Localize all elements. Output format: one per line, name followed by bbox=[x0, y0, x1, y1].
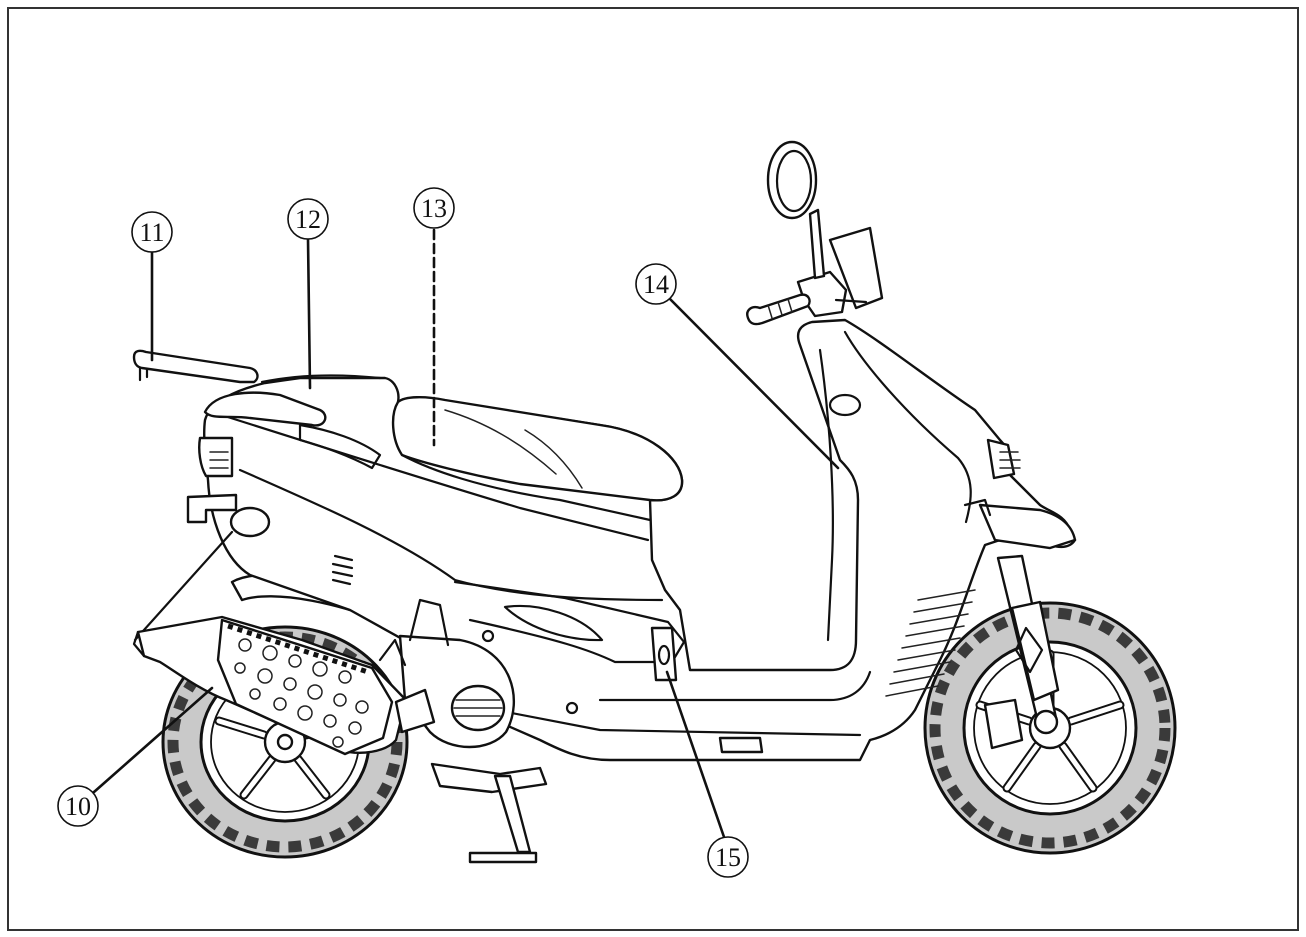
callout-15: 15 bbox=[707, 836, 749, 878]
grip-ribs bbox=[767, 298, 793, 319]
fork-protector-emblem bbox=[1014, 626, 1044, 674]
side-panel-vent bbox=[503, 605, 604, 642]
callout-label: 14 bbox=[643, 270, 669, 299]
seat-stitch-line bbox=[524, 429, 583, 489]
windscreen bbox=[828, 226, 884, 310]
leader-15 bbox=[665, 670, 726, 839]
callout-label: 12 bbox=[295, 205, 321, 234]
callout-label: 15 bbox=[715, 843, 741, 872]
side-cover-keyhole bbox=[657, 644, 671, 666]
side-panel-crease bbox=[210, 410, 650, 542]
front-side-vents bbox=[885, 589, 976, 697]
muffler bbox=[132, 615, 436, 756]
leg-shield-contour bbox=[843, 330, 972, 524]
callout-14: 14 bbox=[635, 263, 677, 305]
seat-stitch-line bbox=[444, 409, 557, 475]
heat-shield-perforation bbox=[227, 623, 369, 675]
stand-foot bbox=[468, 851, 538, 864]
callout-circle bbox=[131, 211, 173, 253]
rear-carrier-rail bbox=[260, 374, 382, 384]
seat bbox=[391, 396, 684, 522]
callout-circle bbox=[707, 836, 749, 878]
callout-leaders bbox=[92, 228, 840, 839]
callout-circle bbox=[635, 263, 677, 305]
brake-lever bbox=[834, 298, 868, 304]
leg-shield-inner-line bbox=[818, 348, 834, 642]
panel-screw bbox=[481, 629, 495, 643]
intake-hose bbox=[378, 638, 407, 667]
rear-cover-vent bbox=[298, 423, 382, 470]
body-screw bbox=[565, 701, 579, 715]
front-brake-caliper bbox=[983, 698, 1024, 750]
exhaust-pipe bbox=[394, 688, 436, 734]
tail-light bbox=[198, 436, 234, 478]
fork-protector bbox=[1010, 600, 1060, 702]
front-fender bbox=[978, 503, 1077, 550]
front-fork bbox=[996, 554, 1060, 735]
rear-turn-signal bbox=[229, 506, 271, 538]
callout-circle bbox=[413, 187, 455, 229]
callout-label: 13 bbox=[421, 194, 447, 223]
callout-11: 11 bbox=[131, 211, 173, 253]
grab-handle bbox=[203, 391, 327, 427]
front-tire-tread bbox=[929, 607, 1171, 849]
callout-10: 10 bbox=[57, 785, 99, 827]
rear-shock-spring bbox=[331, 554, 354, 586]
body-details bbox=[210, 330, 976, 754]
rear-axle bbox=[276, 733, 294, 751]
tail-light-lines bbox=[209, 451, 229, 469]
front-lights bbox=[963, 438, 1021, 517]
leader-12 bbox=[306, 237, 312, 390]
kick-pedal bbox=[430, 762, 548, 794]
handle-grip bbox=[746, 293, 811, 326]
cooling-fan-grill bbox=[453, 699, 503, 717]
floor-plate bbox=[718, 736, 764, 754]
leader-10 bbox=[92, 686, 214, 794]
callout-circle bbox=[57, 785, 99, 827]
mirror-stem bbox=[808, 208, 826, 280]
rear-view-mirror bbox=[766, 140, 818, 220]
callout-label: 11 bbox=[139, 218, 164, 247]
handlebar bbox=[746, 140, 884, 326]
callout-circle bbox=[287, 198, 329, 240]
seat-base bbox=[400, 453, 652, 522]
rack-hook bbox=[138, 366, 149, 382]
carburetor bbox=[408, 598, 450, 647]
rear-mudguard-stay bbox=[133, 530, 234, 642]
muffler-heat-shield bbox=[216, 618, 394, 756]
license-bracket bbox=[186, 493, 238, 524]
front-axle-nut bbox=[1033, 709, 1059, 735]
heat-shield-holes bbox=[234, 638, 369, 748]
mirror-glass bbox=[775, 149, 813, 213]
floorboard-edge bbox=[598, 670, 872, 702]
center-stand bbox=[430, 762, 548, 864]
shield-emblem bbox=[828, 393, 862, 417]
side-panel-lower-line bbox=[238, 468, 664, 602]
callout-13: 13 bbox=[413, 187, 455, 229]
callout-label: 10 bbox=[65, 792, 91, 821]
leader-14 bbox=[668, 297, 840, 470]
front-reflector bbox=[963, 498, 992, 517]
side-cover-lock bbox=[650, 626, 678, 682]
front-signal-lens bbox=[999, 451, 1021, 469]
rack-bar bbox=[132, 349, 259, 384]
rear-lights bbox=[133, 436, 271, 642]
luggage-rack bbox=[132, 349, 382, 427]
side-panel-swoosh bbox=[453, 580, 686, 664]
muffler-tip bbox=[132, 630, 146, 658]
callout-12: 12 bbox=[287, 198, 329, 240]
